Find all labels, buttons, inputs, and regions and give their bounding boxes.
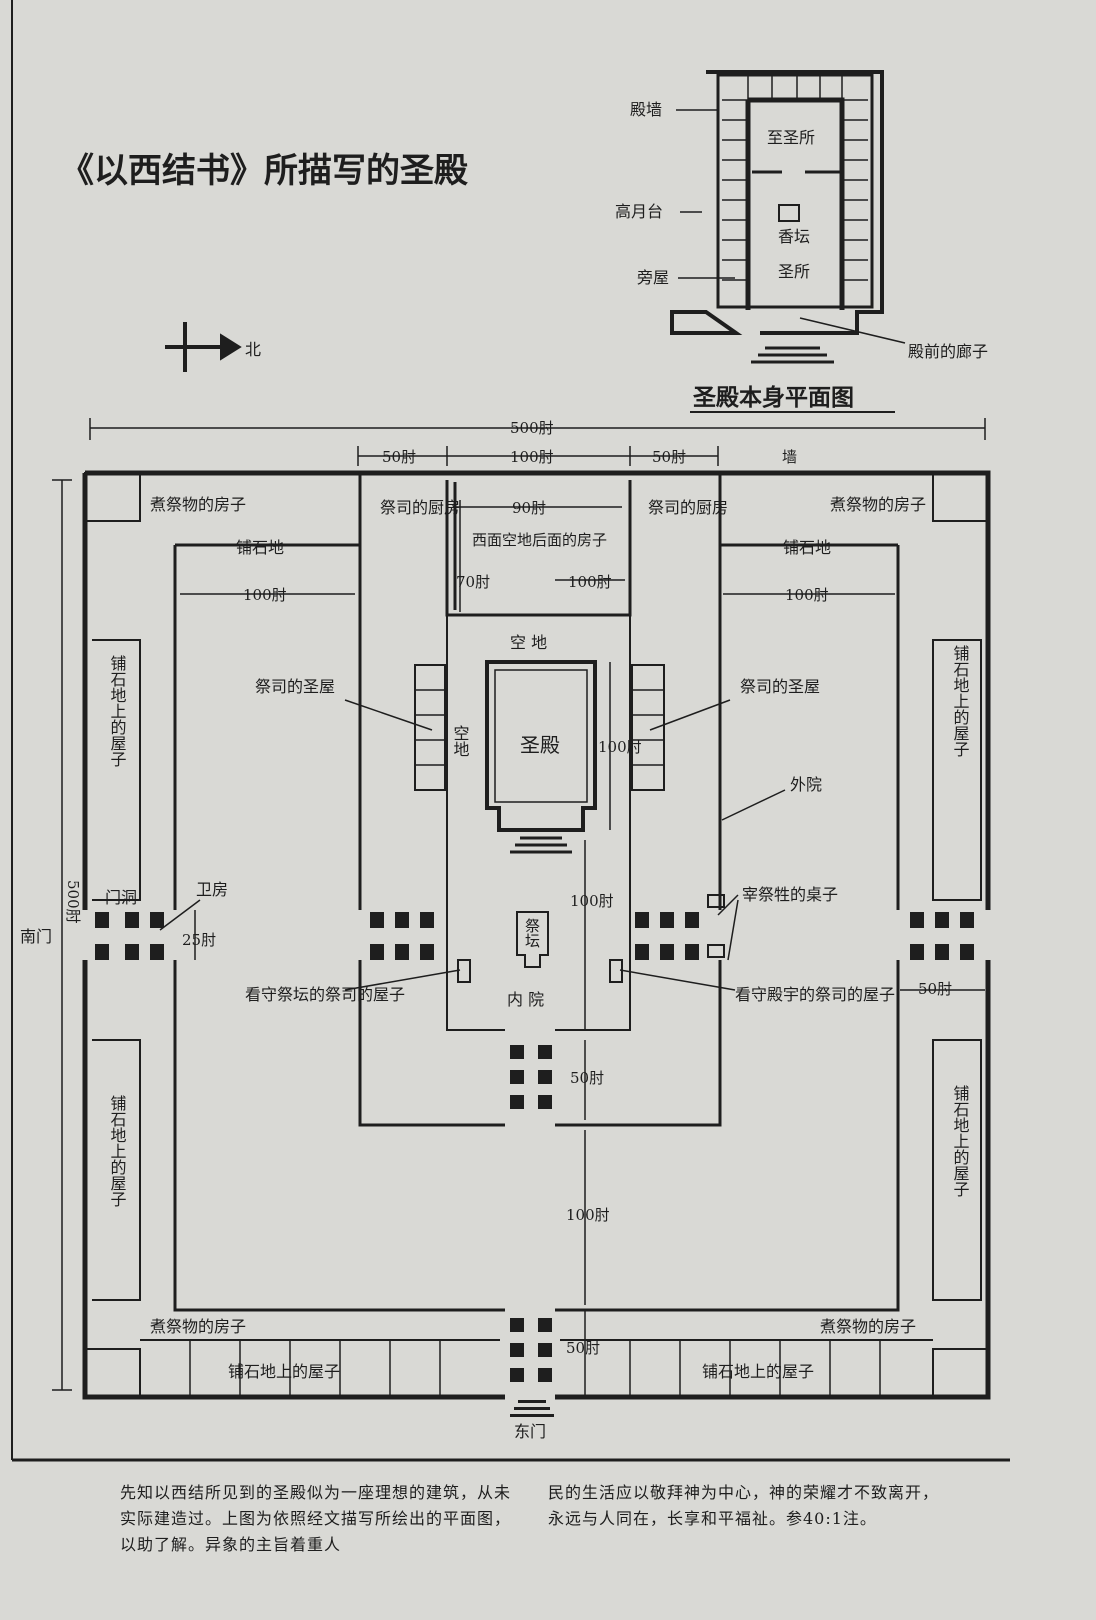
inset-label-holy-place: 圣所 xyxy=(778,262,810,281)
inset-temple-plan xyxy=(670,70,906,364)
label-open-space-side: 空地 xyxy=(451,725,470,757)
label-temple-priests: 看守殿宇的祭司的屋子 xyxy=(735,985,895,1004)
gate-buildings xyxy=(95,912,974,1417)
dim-west-100: 100肘 xyxy=(568,573,612,591)
dimension-lines xyxy=(52,418,986,1395)
caption-left: 先知以西结所见到的圣殿似为一座理想的建筑，从未实际建造过。上图为依照经文描写所绘… xyxy=(120,1483,512,1554)
inset-label-platform: 高月台 xyxy=(615,202,663,221)
label-rooms-bottom-left: 铺石地上的屋子 xyxy=(228,1362,340,1381)
label-wall: 墙 xyxy=(782,448,797,466)
label-east-gate: 东门 xyxy=(514,1422,546,1441)
dim-east-50b: 50肘 xyxy=(566,1339,600,1357)
dim-left-50: 50肘 xyxy=(382,448,416,466)
north-arrow-icon xyxy=(165,322,242,372)
inset-label-holy-of-holies: 至圣所 xyxy=(767,128,815,147)
dim-east-50a: 50肘 xyxy=(570,1069,604,1087)
temple-complex-walls xyxy=(82,470,991,1400)
label-outer-court: 外院 xyxy=(790,775,822,794)
dim-west-90: 90肘 xyxy=(512,499,546,517)
dim-pave-left-100: 100肘 xyxy=(243,586,287,604)
label-priest-kitchen-right: 祭司的厨房 xyxy=(648,498,728,517)
label-altar-priests: 看守祭坛的祭司的屋子 xyxy=(245,985,405,1004)
dim-right-50: 50肘 xyxy=(652,448,686,466)
label-rooms-left-upper: 铺石地上的屋子 xyxy=(108,655,127,767)
label-pavement-left: 铺石地 xyxy=(236,538,284,557)
inset-label-side-rooms: 旁屋 xyxy=(637,268,669,287)
dim-gate-25: 25肘 xyxy=(182,931,216,949)
north-label: 北 xyxy=(245,340,261,359)
dim-west-70: 70肘 xyxy=(456,573,490,591)
dim-mid-100: 100肘 xyxy=(510,448,554,466)
dim-outer-100: 100肘 xyxy=(566,1206,610,1224)
label-rooms-bottom-right: 铺石地上的屋子 xyxy=(702,1362,814,1381)
label-slaughter-tables: 宰祭牲的桌子 xyxy=(742,885,838,904)
label-kitchen-se: 煮祭物的房子 xyxy=(820,1317,916,1336)
label-kitchen-ne: 煮祭物的房子 xyxy=(830,495,926,514)
dim-total-width: 500肘 xyxy=(510,419,554,437)
dim-pave-right-100: 100肘 xyxy=(785,586,829,604)
label-west-building: 西面空地后面的房子 xyxy=(472,531,607,549)
label-south-gate: 南门 xyxy=(20,927,52,946)
label-rooms-left-lower: 铺石地上的屋子 xyxy=(108,1095,127,1207)
label-priest-holy-right: 祭司的圣屋 xyxy=(740,677,820,696)
label-kitchen-sw: 煮祭物的房子 xyxy=(150,1317,246,1336)
diagram-title: 《以西结书》所描写的圣殿 xyxy=(60,151,468,191)
label-altar: 祭坛 xyxy=(523,918,541,948)
inset-title: 圣殿本身平面图 xyxy=(693,384,854,411)
inset-label-incense-altar: 香坛 xyxy=(778,227,810,246)
label-temple: 圣殿 xyxy=(520,733,560,757)
leader-lines xyxy=(159,699,786,991)
label-inner-court: 内 院 xyxy=(507,990,544,1009)
inset-label-porch: 殿前的廊子 xyxy=(908,342,988,361)
dim-total-height: 500肘 xyxy=(64,880,82,924)
label-open-space: 空 地 xyxy=(510,633,547,652)
label-gate-passage: 门洞 xyxy=(105,888,137,907)
label-rooms-right-upper: 铺石地上的屋子 xyxy=(951,645,970,757)
label-guard-room: 卫房 xyxy=(196,880,228,899)
caption-right: 民的生活应以敬拜神为中心，神的荣耀才不致离开，永远与人同在，长享和平福祉。参40… xyxy=(548,1483,940,1528)
label-priest-holy-left: 祭司的圣屋 xyxy=(255,677,335,696)
inset-label-wall: 殿墙 xyxy=(630,100,662,119)
label-kitchen-nw: 煮祭物的房子 xyxy=(150,495,246,514)
label-rooms-right-lower: 铺石地上的屋子 xyxy=(951,1085,970,1197)
dim-north-50: 50肘 xyxy=(918,980,952,998)
dim-court-100: 100肘 xyxy=(570,892,614,910)
label-priest-kitchen-left: 祭司的厨房 xyxy=(380,498,460,517)
label-pavement-right: 铺石地 xyxy=(783,538,831,557)
